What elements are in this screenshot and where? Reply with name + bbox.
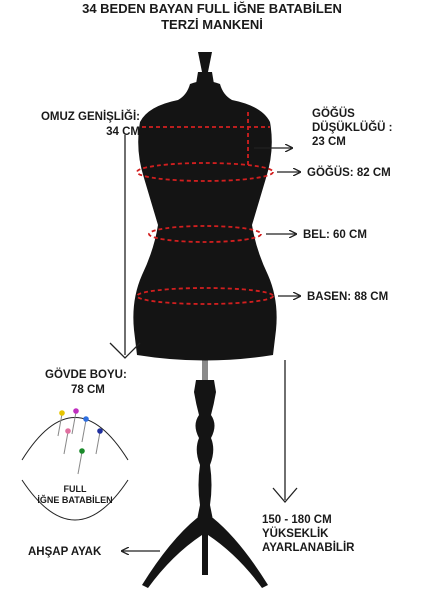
hip-label: BASEN: 88 CM <box>307 291 389 303</box>
chest-label: GÖĞÜS: 82 CM <box>307 167 391 179</box>
shoulder-value: 34 CM <box>106 126 140 138</box>
bust-point-label-2: DÜŞÜKLÜĞÜ : <box>312 122 393 134</box>
mannequin-torso <box>133 52 277 361</box>
pin-icon <box>57 411 101 475</box>
height-label-3: AYARLANABİLİR <box>262 542 355 554</box>
wooden-feet-label: AHŞAP AYAK <box>28 546 102 558</box>
height-label-1: 150 - 180 CM <box>262 514 332 526</box>
bust-point-value: 23 CM <box>312 136 346 148</box>
pins-label-1: FULL <box>63 484 87 494</box>
body-length-value: 78 CM <box>71 384 105 396</box>
shoulder-label: OMUZ GENİŞLİĞİ: <box>40 111 140 123</box>
bust-point-label-1: GÖĞÜS <box>312 108 355 120</box>
mannequin-stand <box>142 360 268 588</box>
measure-arrows <box>109 135 300 551</box>
page-title-line1: 34 BEDEN BAYAN FULL İĞNE BATABİLEN <box>82 1 342 16</box>
pins-label-2: İĞNE BATABİLEN <box>37 495 113 505</box>
waist-label: BEL: 60 CM <box>303 229 367 241</box>
measure-lines <box>136 112 274 305</box>
height-label-2: YÜKSEKLİK <box>262 528 329 540</box>
pin-heads-icon <box>59 408 103 454</box>
body-length-label: GÖVDE BOYU: <box>45 369 127 381</box>
page-title-line2: TERZİ MANKENİ <box>161 17 263 32</box>
